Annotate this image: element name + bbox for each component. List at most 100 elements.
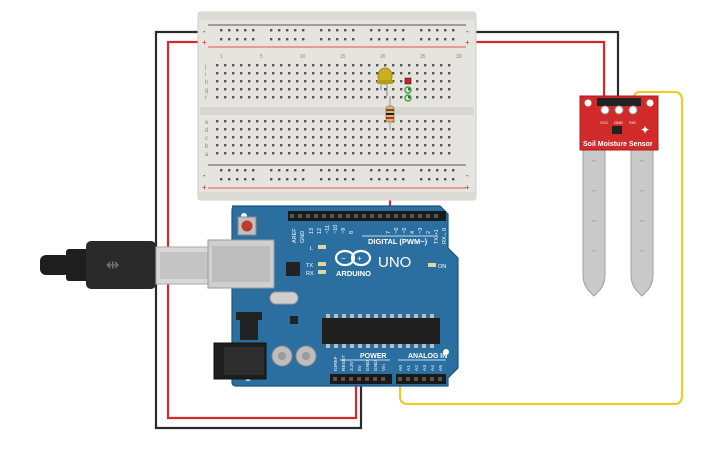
pin-label-rx0: RX←0: [442, 228, 448, 244]
led-l-indicator: [318, 245, 326, 249]
pin-label-4: 4: [410, 231, 416, 234]
row-letter-b: b: [205, 144, 209, 150]
black-ground-wire[interactable]: [154, 30, 363, 430]
arduino-logo: − +: [334, 249, 372, 267]
led-rx-label: RX: [306, 271, 314, 277]
pin-label-a4: A4: [430, 365, 436, 371]
col-num-1: 1: [220, 54, 223, 60]
breadboard: - + - + - + - + 1 5 10 15 20 25 30 j i h…: [197, 11, 477, 201]
pin-label-a1: A1: [406, 365, 412, 371]
power-header-label: POWER: [360, 353, 386, 360]
sensor-label: Soil Moisture Sensor: [583, 141, 653, 148]
breadboard-column-numbers: 1 5 10 15 20 25 30: [220, 54, 462, 60]
col-num-15: 15: [340, 54, 346, 60]
pin-label-a2: A2: [414, 365, 420, 371]
led-rx-indicator: [318, 270, 326, 274]
breadboard-hole-highlight-green-1: [404, 86, 412, 94]
logo-plus: +: [357, 254, 362, 263]
sensor-probe-left: [582, 147, 606, 297]
breadboard-row-letters: j i h g f e d c b a: [204, 64, 209, 158]
pin-label-5: ~5: [402, 228, 408, 234]
analog-header[interactable]: [396, 374, 446, 384]
sensor-gnd-wire[interactable]: [470, 30, 620, 98]
breadboard-hole-highlight-green-2: [404, 94, 412, 102]
usb-chip: [286, 262, 300, 276]
pin-label-12: 12: [317, 228, 323, 234]
crystal: [269, 291, 299, 305]
row-letter-f: f: [205, 96, 207, 102]
rail-plus-bottom-left: +: [202, 183, 207, 192]
pin-label-gnd-2: GND: [373, 360, 379, 371]
soil-moisture-sensor[interactable]: VCC GND SIG ✦ Soil Moisture Sensor: [579, 95, 659, 297]
pin-label-tx1: TX➝1: [434, 229, 440, 244]
red-power-wire[interactable]: [166, 40, 358, 420]
sensor-chip: [612, 126, 622, 134]
pin-label-5v: 5V: [357, 364, 363, 371]
row-letter-g: g: [205, 88, 208, 94]
pin-label-8: 8: [349, 231, 355, 234]
row-letter-h: h: [205, 80, 208, 86]
sensor-pin-label-gnd: GND: [614, 120, 623, 125]
breadboard-hole-highlight-red: [404, 77, 412, 85]
row-letter-e: e: [205, 120, 209, 126]
led-l-label: L: [310, 246, 313, 252]
pin-label-3: ~3: [418, 228, 424, 234]
resistor[interactable]: [385, 96, 395, 130]
led-on-indicator: [428, 263, 436, 267]
pin-label-reset: RESET: [341, 355, 347, 371]
row-letter-d: d: [205, 128, 208, 134]
rail-plus-bottom-right: +: [465, 183, 470, 192]
sensor-pin-label-vcc: VCC: [600, 120, 609, 125]
pin-label-9: ~9: [341, 228, 347, 234]
col-num-10: 10: [300, 54, 306, 60]
rail-minus-bottom-right: -: [466, 171, 469, 180]
analog-header-label: ANALOG IN: [408, 353, 447, 360]
arduino-brand-label: ARDUINO: [336, 269, 371, 278]
led-tx-label: TX: [306, 263, 313, 269]
row-letter-a: a: [205, 152, 209, 158]
sparkfun-flame-icon: ✦: [640, 123, 650, 137]
col-num-30: 30: [456, 54, 462, 60]
col-num-25: 25: [420, 54, 426, 60]
led-component[interactable]: [377, 67, 393, 96]
rail-minus-bottom-left: -: [203, 171, 206, 180]
voltage-regulator: [240, 318, 258, 340]
pin-label-ioref: IOREF: [333, 356, 339, 371]
rail-minus-top-left: -: [203, 27, 206, 36]
pin-label-a5: A5: [438, 365, 444, 371]
sensor-probe-right: [630, 147, 654, 297]
pin-label-gnd-1: GND: [365, 360, 371, 371]
sensor-header[interactable]: [597, 98, 641, 106]
usb-icon: ⇹: [106, 257, 119, 274]
pin-label-3v3: 3.3V: [349, 360, 355, 371]
pin-label-10: ~10: [333, 225, 339, 234]
sensor-pin-label-sig: SIG: [629, 120, 636, 125]
rail-minus-top-right: -: [466, 27, 469, 36]
pin-label-vin: Vin: [381, 364, 387, 371]
pin-label-7: 7: [386, 231, 392, 234]
arduino-model-label: UNO: [378, 254, 411, 271]
led-on-label: ON: [438, 264, 446, 270]
row-letter-c: c: [205, 136, 208, 142]
atmega-chip: [322, 318, 440, 344]
rail-plus-top-right: +: [465, 38, 470, 47]
pin-label-gnd: GND: [300, 231, 306, 243]
pin-label-2: 2: [426, 231, 432, 234]
pin-label-a0: A0: [398, 365, 404, 371]
sensor-vcc-wire[interactable]: [470, 40, 606, 98]
col-num-5: 5: [260, 54, 263, 60]
row-letter-i: i: [205, 72, 206, 78]
arduino-uno[interactable]: AREF GND 13 12 ~11 ~10 ~9 8 7 ~6 ~5 4 ~3…: [207, 205, 459, 387]
pin-label-a3: A3: [422, 365, 428, 371]
rail-plus-top-left: +: [202, 38, 207, 47]
pin-label-13: 13: [309, 228, 315, 234]
digital-header-label: DIGITAL (PWM~): [368, 237, 428, 246]
digital-header[interactable]: [288, 211, 446, 221]
pin-label-6: ~6: [394, 228, 400, 234]
sensor-signal-wire[interactable]: [398, 90, 684, 406]
sensor-board: [579, 95, 659, 151]
led-tx-indicator: [318, 262, 326, 266]
col-num-20: 20: [380, 54, 386, 60]
usb-cable[interactable]: ⇹: [40, 241, 217, 289]
pin-label-aref: AREF: [292, 228, 298, 243]
